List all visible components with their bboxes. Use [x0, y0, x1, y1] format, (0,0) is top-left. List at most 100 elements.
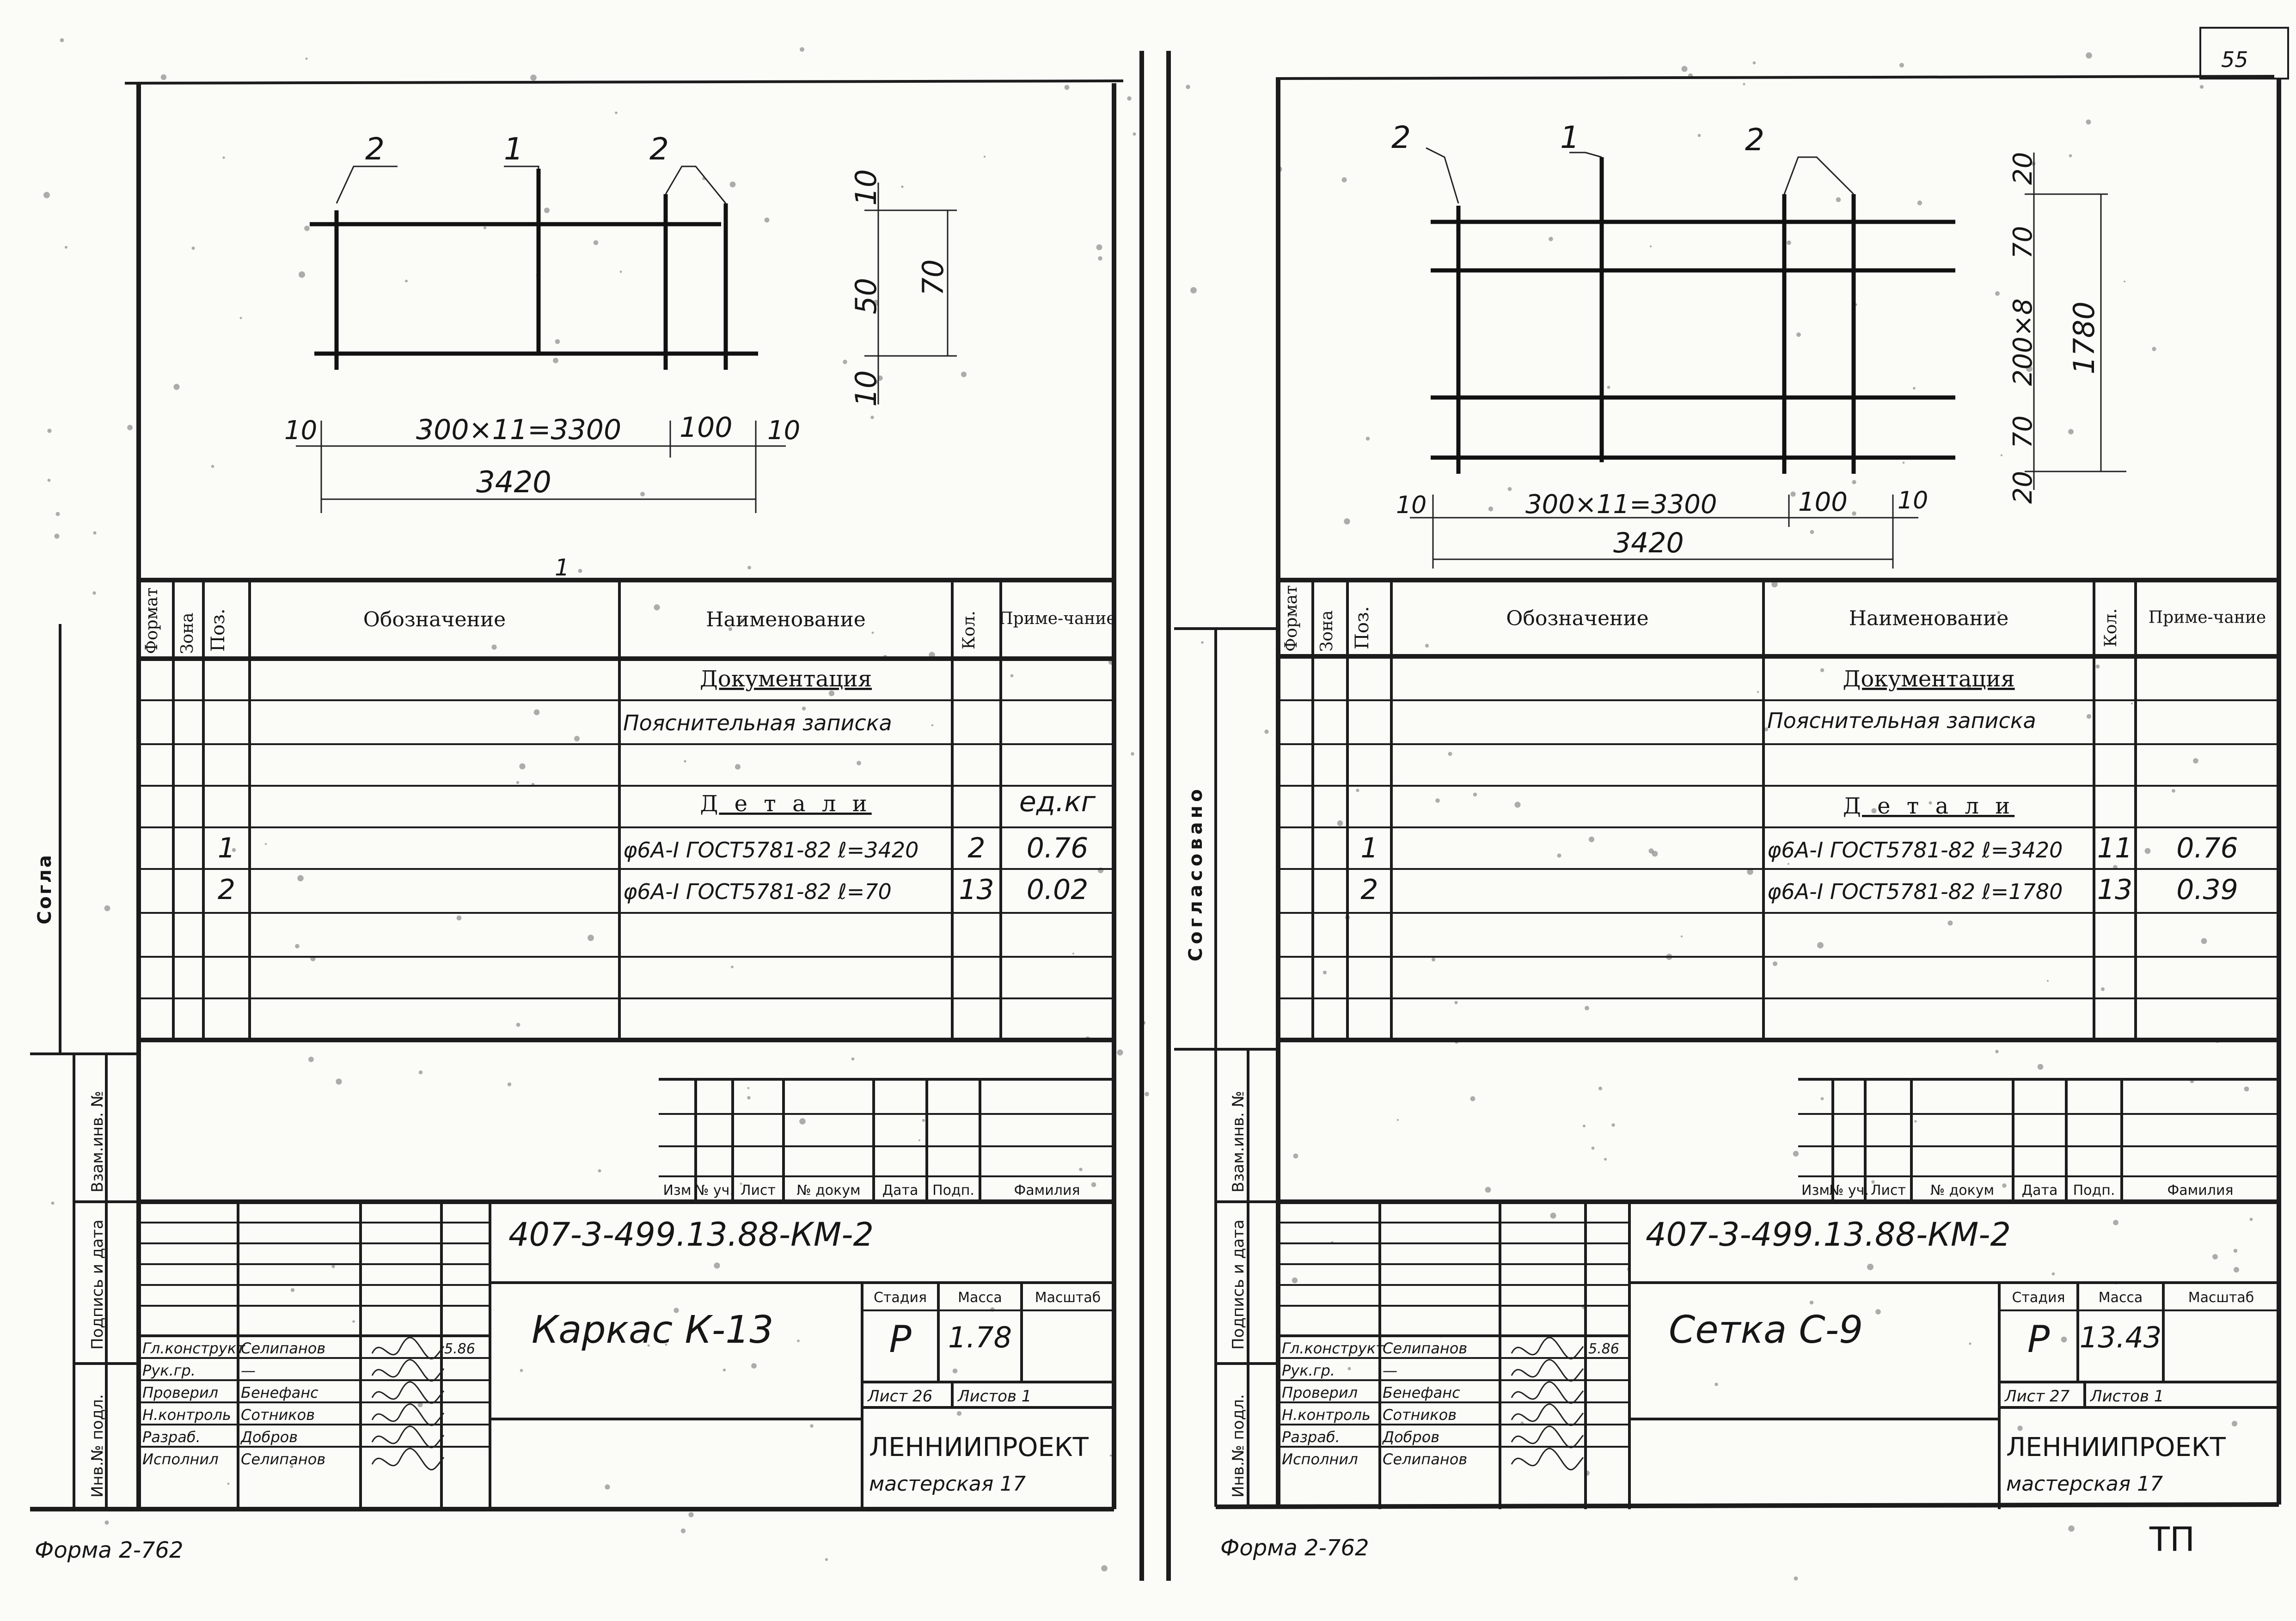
scan-speck: [1764, 727, 1769, 732]
organization-name: ЛЕННИИПРОЕКТ: [869, 1432, 1089, 1462]
scan-speck: [1101, 1565, 1108, 1572]
scan-speck: [1322, 970, 1327, 975]
scan-speck: [483, 226, 487, 230]
scan-speck: [1347, 1367, 1351, 1370]
scan-speck: [2244, 1086, 2249, 1092]
rev-header: № уч.: [694, 1182, 734, 1199]
signature-scribble: [371, 1359, 445, 1382]
right-sheet: 2 1 2 20 70 200×8 70 20 1780 10 300×11=3…: [1174, 79, 2281, 1561]
scan-speck: [983, 155, 986, 158]
signer-role: Разраб.: [1282, 1428, 1340, 1446]
scan-speck: [519, 763, 526, 770]
scan-speck: [1652, 850, 1658, 857]
mesh-leader-2-right: [1783, 156, 1855, 195]
scan-speck: [211, 465, 214, 468]
scan-speck: [828, 690, 835, 697]
signer-role: Исполнил: [1282, 1450, 1358, 1468]
header-designation: Обозначение: [1506, 607, 1648, 630]
row-quantity: 13: [2097, 874, 2132, 906]
leader-2-left: [336, 165, 398, 204]
scale-label: Масштаб: [1035, 1290, 1101, 1306]
scan-speck: [1743, 83, 1745, 86]
scan-speck: [688, 1512, 694, 1517]
header-designation: Обозначение: [363, 608, 506, 631]
scan-speck: [1550, 1212, 1556, 1219]
scan-speck: [598, 1169, 601, 1173]
signer-name: Селипанов: [241, 1340, 325, 1357]
scan-speck: [304, 226, 310, 231]
mesh-vdim-total-label: 1780: [2067, 301, 2101, 374]
scan-speck: [305, 57, 308, 60]
scan-speck: [232, 848, 236, 852]
mesh-vdim-b: 70: [2008, 416, 2038, 448]
scan-speck: [952, 1368, 958, 1374]
scan-speck: [1064, 85, 1070, 90]
mesh-vdim-bottom: 20: [2008, 471, 2038, 504]
hdim-total-label: 3420: [476, 465, 551, 500]
scan-speck: [1917, 200, 1923, 206]
scan-speck: [1598, 1086, 1603, 1091]
scan-speck: [747, 1096, 751, 1100]
scan-speck: [1344, 518, 1350, 525]
scan-speck: [165, 1397, 168, 1400]
scan-speck: [747, 566, 751, 569]
scan-speck: [2152, 347, 2156, 351]
rev-header: Подп.: [932, 1182, 974, 1199]
scan-speck: [1423, 1438, 1426, 1441]
scan-speck: [1264, 729, 1269, 734]
scan-speck: [857, 761, 861, 765]
signature-scribble: [371, 1381, 445, 1404]
scan-speck: [673, 1308, 679, 1313]
scan-speck: [1365, 436, 1370, 441]
row-name: φ6А-I ГОСТ5781-82 ℓ=70: [623, 879, 892, 904]
signer-role: Н.контроль: [1282, 1406, 1371, 1424]
scan-speck: [918, 1139, 921, 1142]
signature-date: 5.86: [444, 1341, 475, 1357]
scan-speck: [127, 425, 133, 430]
row-name: Д е т а л и: [700, 791, 871, 817]
scan-speck: [93, 531, 97, 535]
scan-speck: [491, 644, 497, 650]
scan-speck: [1913, 387, 1916, 390]
mesh-hdim-total-label: 3420: [1613, 527, 1684, 559]
vdim-bottom: 10: [849, 370, 883, 407]
scan-speck: [92, 591, 96, 595]
scan-speck: [1396, 1119, 1399, 1121]
scan-speck: [680, 1528, 686, 1534]
scan-speck: [799, 1118, 806, 1125]
row-name: Пояснительная записка: [1767, 708, 2036, 733]
scan-speck: [1072, 952, 1075, 955]
sheet-count: Листов 1: [957, 1387, 1031, 1406]
scan-speck: [2046, 979, 2049, 982]
scan-speck: [901, 185, 904, 188]
scan-speck: [1585, 1006, 1589, 1010]
row-name: Документация: [1843, 666, 2014, 692]
scan-speck: [1796, 332, 1801, 337]
scan-speck: [530, 74, 537, 81]
scan-speck: [54, 533, 60, 539]
signer-role: Разраб.: [142, 1428, 201, 1446]
signer-name: Добров: [1382, 1428, 1439, 1446]
scan-speck: [1899, 63, 1904, 67]
rev-header: Дата: [882, 1182, 918, 1199]
scan-speck: [507, 1082, 512, 1087]
scan-speck: [1820, 668, 1825, 673]
scan-speck: [588, 935, 594, 941]
scan-speck: [1131, 752, 1134, 756]
rev-header: Фамилия: [1014, 1182, 1080, 1199]
scan-speck: [191, 246, 195, 250]
mass-value: 13.43: [2080, 1321, 2162, 1354]
mass-value: 1.78: [948, 1321, 1012, 1354]
scan-speck: [2086, 52, 2092, 59]
scan-speck: [2124, 281, 2125, 282]
rev-header: № докум: [796, 1182, 860, 1199]
row-name: Д е т а л и: [1843, 793, 2014, 819]
scan-speck: [1997, 611, 2001, 614]
header-qty: Кол.: [2101, 608, 2120, 647]
rev-header: Дата: [2022, 1182, 2058, 1199]
scan-speck: [1787, 240, 1791, 245]
mark-1: 1: [504, 131, 523, 167]
scan-speck: [290, 1465, 294, 1468]
hdim-right-a: 100: [680, 411, 733, 444]
scan-speck: [764, 217, 770, 223]
